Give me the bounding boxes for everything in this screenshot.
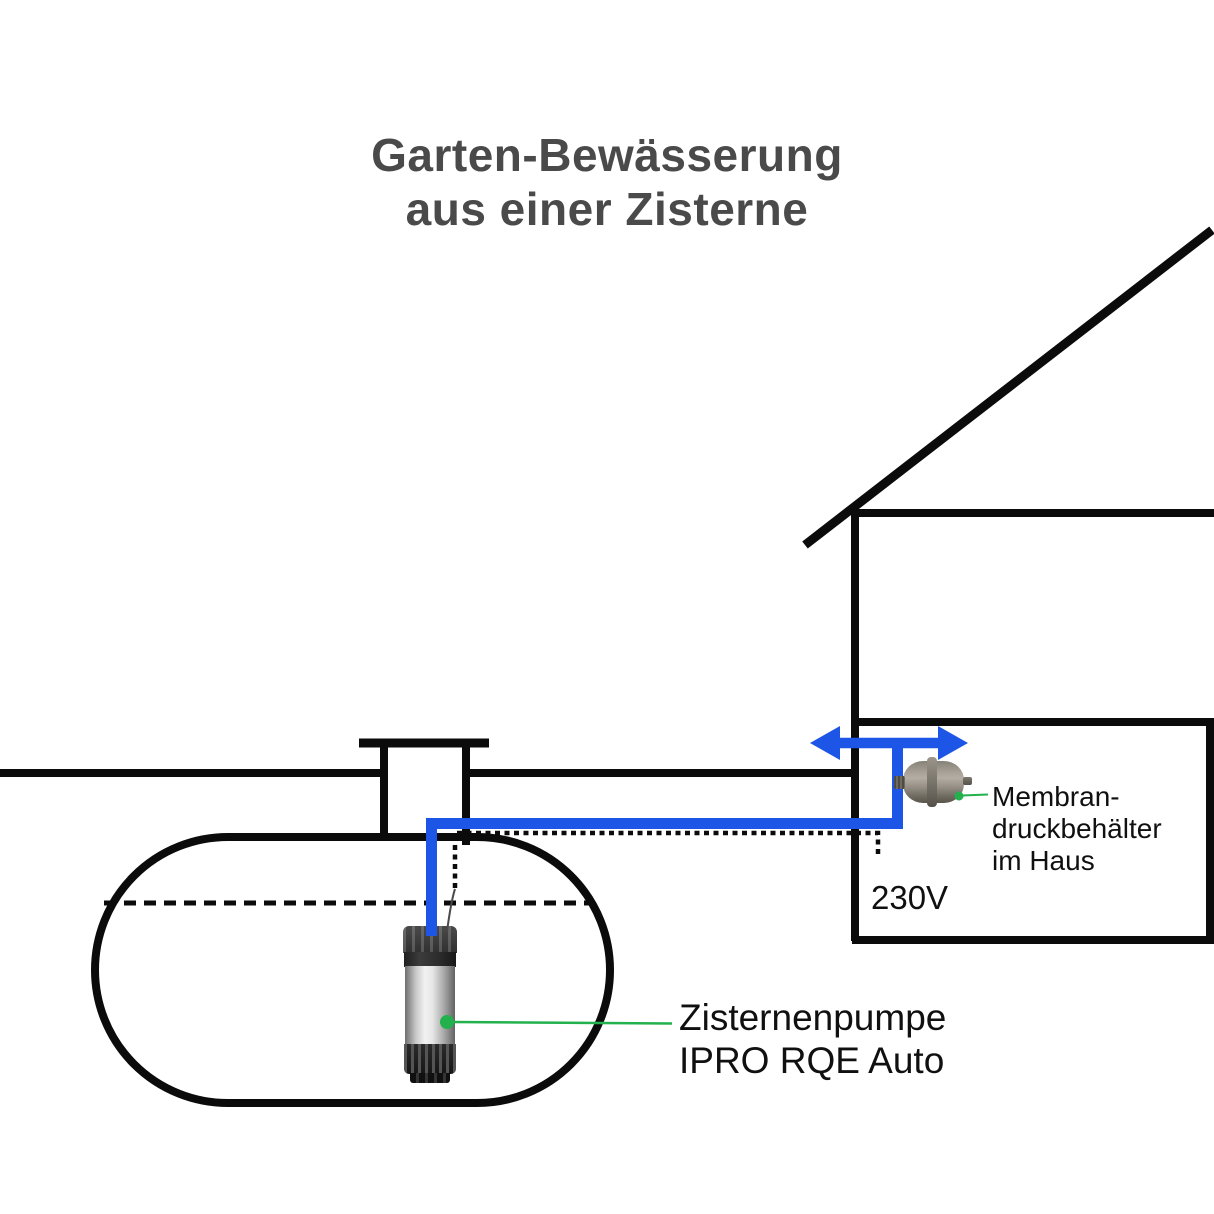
pump-label-line-1: Zisternenpumpe [679,997,947,1038]
membrane-pointer-line [961,793,989,797]
voltage-label: 230V [871,879,949,916]
membrane-label-line-1: Membran- [992,781,1120,812]
roof-line [802,226,1214,549]
pump-intake-section [404,1044,456,1074]
title-line-1: Garten-Bewässerung [371,129,843,181]
power-cable-dashed-line [452,830,881,888]
pump-label-line-2: IPRO RQE Auto [679,1039,945,1081]
pump-foot [410,1073,450,1083]
membrane-pressure-vessel-image [894,756,974,808]
flow-arrow-head-right [938,726,968,760]
pump-collar [404,952,456,967]
pump-cable [446,888,456,932]
title-line-2: aus einer Zisterne [405,183,809,236]
vessel-mounting-ring [927,757,937,807]
diagram-title: Garten-Bewässerung aus einer Zisterne [250,128,964,237]
flow-arrow-head-left [810,726,840,760]
vessel-valve-stub [963,777,972,785]
membrane-label-line-3: im Haus [992,845,1095,877]
membrane-pointer-dot [954,791,964,801]
vessel-pipe-connector [894,776,905,789]
cistern-tank-outline [91,833,614,1107]
cistern-pump-label: Zisternenpumpe IPRO RQE Auto [679,997,946,1082]
membrane-vessel-label: Membran- druckbehälter im Haus [992,781,1162,878]
pump-steel-body [405,966,455,1045]
cistern-pump-image [403,926,457,1083]
pump-pointer-line [451,1020,673,1025]
membrane-label-line-2: druckbehälter [992,813,1162,845]
pump-pointer-dot [440,1015,454,1029]
